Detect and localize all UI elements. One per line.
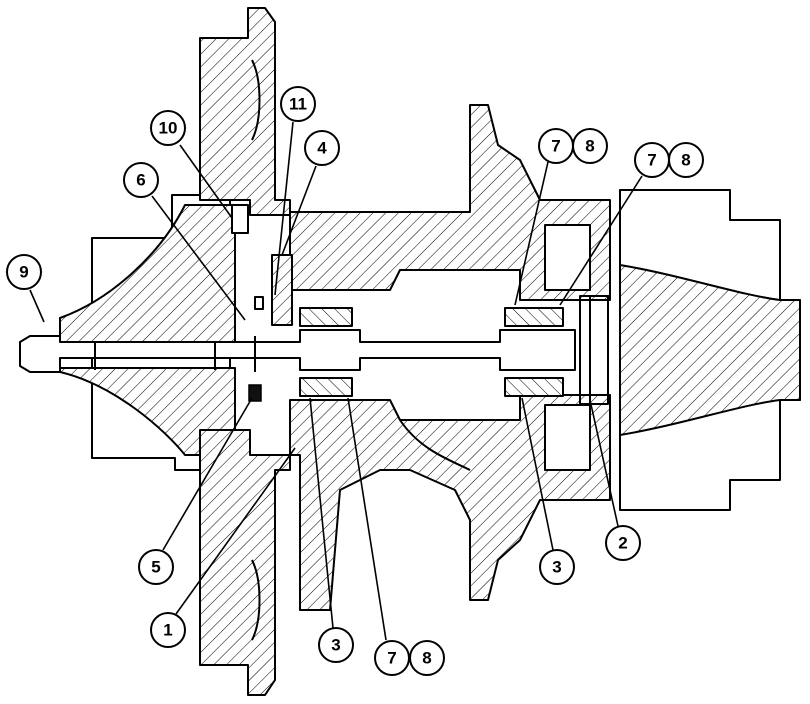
callout-label-10: 10: [159, 119, 178, 138]
callout-label-8c: 8: [422, 649, 431, 668]
callout-7-8-top-right: 7 8: [559, 142, 704, 306]
compressor-wheel: [59, 194, 236, 471]
callout-label-7b: 7: [647, 151, 656, 170]
callout-10: 10: [150, 110, 233, 219]
callout-label-6: 6: [136, 171, 145, 190]
turbine-wheel: [579, 189, 801, 511]
shaft: [19, 329, 576, 373]
callout-label-8a: 8: [585, 137, 594, 156]
callout-7-8-top-left: 7 8: [514, 128, 608, 306]
callout-11: 11: [274, 86, 316, 296]
callout-5: 5: [138, 397, 253, 585]
callout-3-left: 3: [309, 397, 354, 663]
callout-label-8b: 8: [681, 151, 690, 170]
callout-4: 4: [281, 130, 340, 256]
callout-label-3a: 3: [331, 636, 340, 655]
callout-label-7c: 7: [387, 649, 396, 668]
callout-2: 2: [589, 399, 641, 561]
bearing-housing: [289, 104, 611, 611]
callout-label-5: 5: [151, 558, 160, 577]
compressor-housing-flange: [199, 7, 291, 696]
callout-label-4: 4: [317, 139, 327, 158]
journal-bearings: [299, 307, 564, 397]
callout-7-8-bottom: 7 8: [347, 397, 445, 676]
callout-label-9: 9: [19, 263, 28, 282]
callout-label-2: 2: [618, 534, 627, 553]
callout-label-7a: 7: [551, 137, 560, 156]
callout-1: 1: [150, 447, 296, 648]
callout-label-11: 11: [289, 95, 307, 114]
thrust-seal-assembly: [231, 204, 293, 402]
callout-3-right: 3: [521, 397, 575, 585]
callout-label-3b: 3: [552, 558, 561, 577]
callout-6: 6: [123, 162, 246, 321]
callout-9: 9: [6, 254, 45, 323]
callout-label-1: 1: [163, 621, 172, 640]
